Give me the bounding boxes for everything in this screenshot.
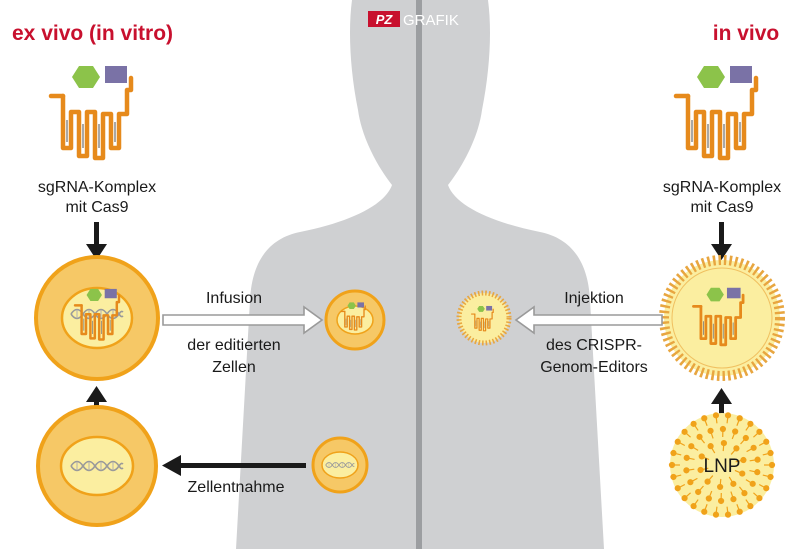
lipid-head (754, 456, 761, 463)
lipid-head (747, 420, 754, 427)
infusion-arrow-icon (162, 305, 324, 335)
lipid-head (763, 485, 770, 492)
left-complex-label-line2: mit Cas9 (65, 199, 128, 216)
injection-label-line3: Genom-Editors (540, 359, 648, 376)
lipid-head (717, 483, 724, 491)
infused-cell-icon (324, 289, 386, 351)
lipid-head (719, 425, 727, 433)
pz-grafik-logo: PZ GRAFIK (368, 11, 459, 29)
body-cell-icon (311, 436, 369, 494)
lnp-label: LNP (704, 456, 741, 477)
pz-logo-text: GRAFIK (403, 12, 459, 29)
lipid-head (720, 439, 727, 447)
lipid-head (747, 503, 754, 510)
lipid-head (767, 449, 774, 457)
lipid-head (767, 473, 774, 481)
lipid-head (681, 428, 688, 435)
lipid-head (687, 479, 694, 486)
arrow-up-icon-right (711, 388, 732, 416)
lipid-head (763, 438, 770, 445)
lipid-head (730, 496, 737, 503)
lipid-head (740, 456, 747, 464)
lipid-head (756, 428, 763, 435)
lipid-head (668, 461, 676, 469)
lipid-head (712, 412, 720, 419)
lipid-head (707, 443, 714, 450)
lipid-head (732, 428, 739, 435)
lipid-head (733, 445, 740, 452)
infusion-label-line2: der editierten (187, 337, 280, 354)
sgrna-cas9-icon-right (676, 66, 756, 158)
edited-cell-icon (34, 255, 160, 381)
lipid-head (690, 503, 697, 510)
loaded-lnp-icon (659, 255, 785, 381)
pz-logo-mark-text: PZ (376, 12, 394, 27)
lipid-head (674, 485, 681, 492)
removal-arrow-icon (162, 455, 306, 476)
lipid-head (750, 444, 757, 451)
lipid-head (712, 511, 720, 518)
sgrna-cas9-icon (51, 66, 131, 158)
lipid-head (704, 478, 711, 485)
lipid-head (749, 480, 756, 487)
arrow-down-icon (86, 222, 107, 260)
lipid-head (674, 438, 681, 445)
lipid-nanoparticle-icon: LNP (668, 412, 776, 518)
lipid-head (683, 454, 690, 461)
lipid-head (724, 511, 732, 518)
lipid-head (736, 415, 743, 422)
infusion-label-line3: Zellen (212, 359, 256, 376)
lipid-head (742, 434, 749, 442)
lipid-head (696, 433, 703, 440)
lipid-head (670, 473, 677, 481)
lipid-head (697, 466, 704, 474)
lipid-head (695, 488, 702, 496)
left-complex-label-line1: sgRNA-Komplex (38, 179, 156, 196)
removed-cell-icon (36, 405, 158, 527)
lipid-head (768, 461, 776, 469)
heading-in-vivo: in vivo (713, 22, 780, 45)
injected-lnp-icon (456, 290, 512, 346)
lipid-head (681, 495, 688, 502)
lipid-head (707, 427, 714, 434)
lipid-head (754, 469, 761, 476)
lipid-head (730, 480, 737, 487)
arrow-down-icon-right (711, 222, 732, 260)
lipid-head (683, 467, 690, 474)
injection-arrow-icon (514, 305, 663, 335)
lipid-head (690, 420, 697, 427)
lipid-head (741, 490, 748, 497)
right-complex-label-line1: sgRNA-Komplex (663, 179, 781, 196)
lipid-head (717, 497, 725, 505)
lipid-head (701, 415, 708, 422)
pz-logo-mark (368, 11, 400, 27)
lipid-head (688, 443, 695, 450)
injection-label-line1: Injektion (564, 290, 624, 307)
removal-label: Zellentnahme (188, 479, 285, 496)
right-complex-label-line2: mit Cas9 (690, 199, 753, 216)
injection-label-line2: des CRISPR- (546, 337, 642, 354)
lipid-head (724, 412, 732, 419)
lipid-head (698, 453, 705, 460)
lipid-head (736, 508, 743, 515)
center-divider (416, 0, 422, 549)
heading-ex-vivo: ex vivo (in vitro) (12, 22, 173, 45)
infusion-label-line1: Infusion (206, 290, 262, 307)
lipid-head (756, 495, 763, 502)
lipid-head (670, 449, 677, 457)
lipid-head (701, 508, 708, 515)
lipid-head (739, 470, 746, 477)
lipid-head (705, 495, 712, 502)
